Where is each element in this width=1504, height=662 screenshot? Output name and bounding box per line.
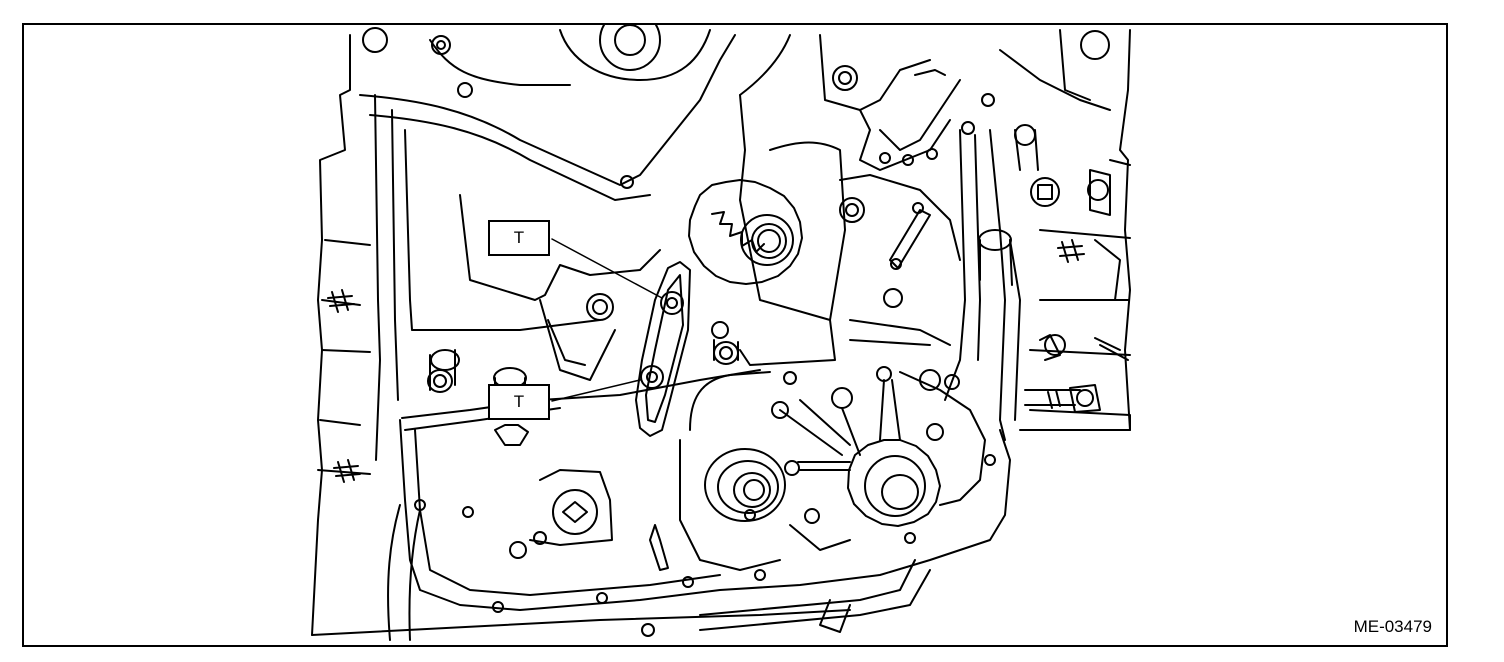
oil-pump-sprocket	[847, 439, 941, 527]
right-edge	[1119, 29, 1131, 431]
drain-plug	[509, 469, 613, 559]
crank-sprocket	[688, 179, 803, 285]
idler-pulley-left	[704, 448, 786, 522]
block-outline	[311, 34, 351, 636]
callout-box-lower: T	[488, 384, 550, 420]
figure-frame: T T ME-03479	[22, 23, 1448, 647]
upper-guide-bolt	[660, 291, 684, 315]
figure-id: ME-03479	[1353, 617, 1432, 636]
callout-label: T	[513, 228, 525, 247]
upper-leader	[551, 238, 663, 299]
callout-box-upper: T	[488, 220, 550, 256]
callout-label: T	[513, 392, 525, 411]
engine-front-line-drawing	[311, 25, 1131, 641]
